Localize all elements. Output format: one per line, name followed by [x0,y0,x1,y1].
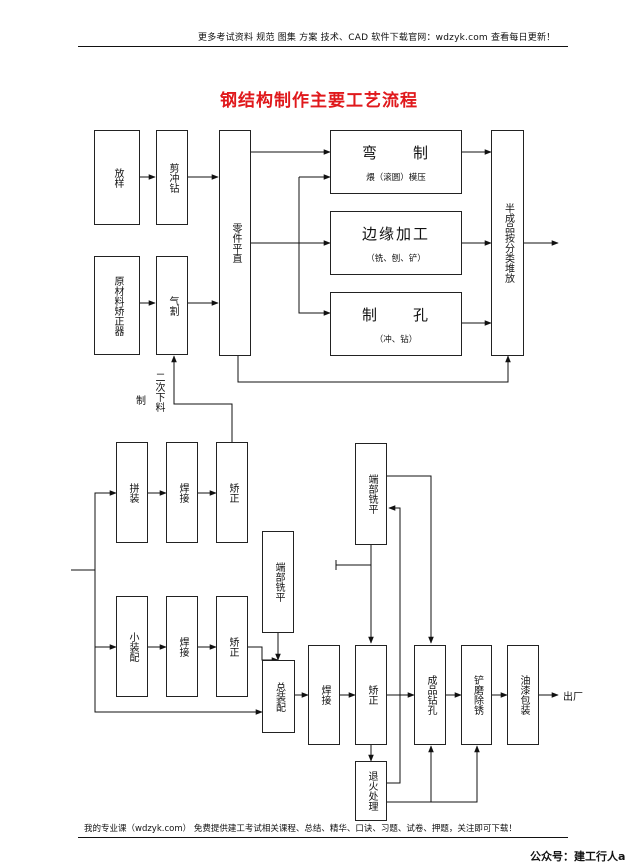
process-duanbu-2: 端部铣平 [355,443,387,545]
process-fangyang: 放样 [94,130,140,225]
process-zhikong: 制 孔 （冲、钻） [330,292,462,356]
header-text: 更多考试资料 规范 图集 方案 技术、CAD 软件下载官网：wdzyk.com … [198,33,556,43]
process-wanzhi: 弯 制 煨（滚圆）模压 [330,130,462,194]
footer-text: 我的专业课（wdzyk.com） 免费提供建工考试相关课程、总结、精华、口诀、习… [84,824,517,834]
process-xiaozhuang: 小装配 [116,596,148,697]
process-jiaozheng-1: 矫正 [216,442,248,543]
process-hanjie-2: 焊接 [166,596,198,697]
bianyuan-sub: （铣、刨、铲） [366,253,426,264]
process-banchengpin: 半成品按分类堆放 [491,130,524,356]
process-tuihuo: 退火处理 [355,761,387,821]
process-hanjie-1: 焊接 [166,442,198,543]
diagram-title: 钢结构制作主要工艺流程 [220,91,418,111]
process-qige: 气割 [156,256,188,355]
process-chengpin: 成品钻孔 [414,645,446,745]
label-zhi: 制 [136,396,146,407]
process-jianchong: 剪冲钻 [156,130,188,225]
watermark-text: 公众号：建工行人a [530,850,626,863]
label-erci: 二次下料 [153,372,164,412]
header-divider [78,46,568,47]
process-lingjian: 零件平直 [219,130,251,356]
process-jiaozheng-3: 矫正 [355,645,387,745]
process-bianyuan: 边缘加工 （铣、刨、铲） [330,211,462,275]
process-pinzhuang: 拼装 [116,442,148,543]
label-chuchang: 出厂 [563,692,583,703]
process-hanjie-3: 焊接 [308,645,340,745]
wanzhi-sub: 煨（滚圆）模压 [366,172,426,183]
process-duanbu-1: 端部铣平 [262,531,294,633]
footer-divider [78,837,568,838]
process-yuancailiao: 原材料矫正器 [94,256,140,355]
bianyuan-title: 边缘加工 [361,224,430,243]
process-jiaozheng-2: 矫正 [216,596,248,697]
process-zongzhuang: 总装配 [262,660,295,733]
wanzhi-title: 弯 制 [361,143,430,162]
process-youqi: 油漆包装 [507,645,539,745]
process-chanmo: 铲磨除锈 [461,645,492,745]
zhikong-title: 制 孔 [361,305,430,324]
zhikong-sub: （冲、钻） [374,334,418,345]
